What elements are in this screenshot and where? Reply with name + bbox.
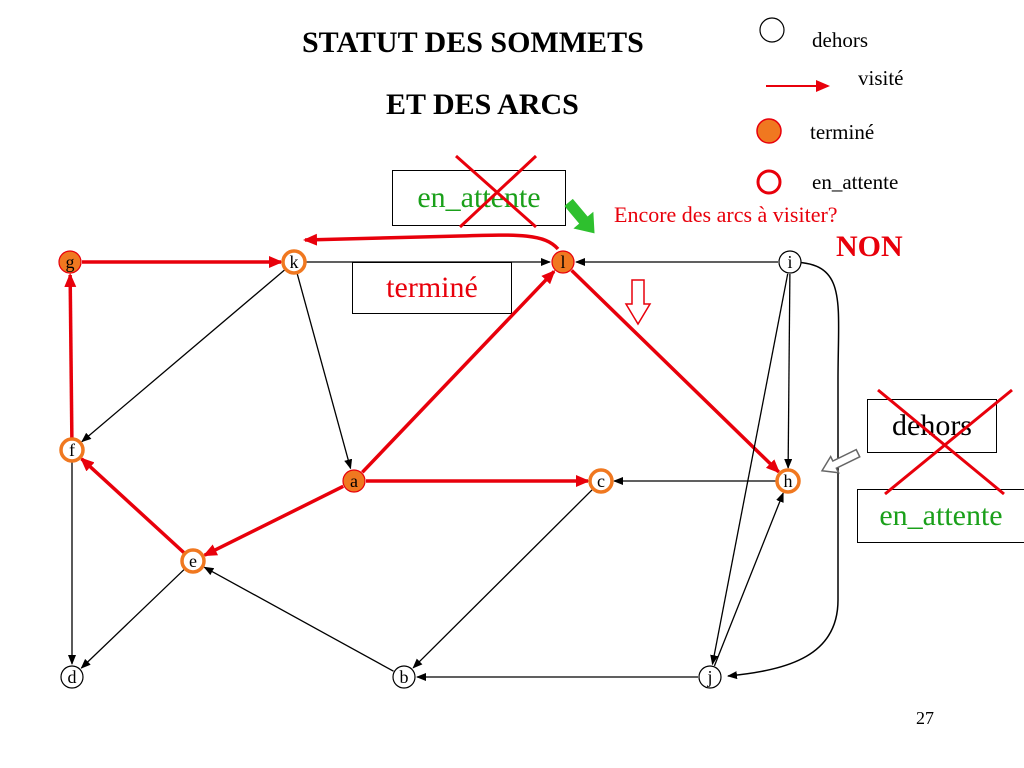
edge-l-k xyxy=(303,233,560,251)
node-g: g xyxy=(58,250,82,274)
node-label-g: g xyxy=(66,252,75,272)
question-text: Encore des arcs à visiter? xyxy=(614,202,838,227)
page-number: 27 xyxy=(916,708,934,728)
node-e: e xyxy=(180,548,206,574)
edge-f-g xyxy=(64,272,77,439)
node-label-k: k xyxy=(290,252,299,272)
title-line-1: STATUT DES SOMMETS xyxy=(302,26,644,59)
edge-b-e xyxy=(203,566,394,672)
node-b: b xyxy=(392,665,416,689)
edge-i-j xyxy=(727,261,840,680)
legend-termine-label: terminé xyxy=(810,120,875,144)
termine-box: terminé xyxy=(352,262,512,314)
node-label-f: f xyxy=(69,440,75,460)
node-label-a: a xyxy=(350,471,358,491)
edge-k-a xyxy=(296,273,353,470)
node-label-l: l xyxy=(560,252,565,272)
node-d: d xyxy=(60,665,84,689)
edge-k-f xyxy=(81,269,286,443)
legend-dehors-icon xyxy=(759,17,785,43)
answer-text: NON xyxy=(836,230,903,263)
node-h: h xyxy=(775,468,801,494)
node-label-j: j xyxy=(706,667,712,687)
legend-en-attente-icon xyxy=(756,169,782,195)
node-label-e: e xyxy=(189,551,197,571)
green-arrow-icon xyxy=(564,198,595,234)
edge-j-h xyxy=(713,492,784,667)
node-i: i xyxy=(778,250,802,274)
edge-e-f xyxy=(80,457,186,555)
node-a: a xyxy=(342,469,366,493)
edge-i-j xyxy=(710,273,789,666)
node-f: f xyxy=(59,437,85,463)
title-line-2: ET DES ARCS xyxy=(386,88,579,121)
node-k: k xyxy=(281,249,307,275)
right-en-attente-box: en_attente xyxy=(857,489,1024,543)
cross-top-en-attente xyxy=(455,154,538,229)
hollow-arrow-icon xyxy=(820,448,861,474)
edge-a-l xyxy=(361,269,556,474)
edge-a-e xyxy=(202,484,345,557)
legend-en-attente-label: en_attente xyxy=(812,170,899,194)
node-label-h: h xyxy=(784,471,793,491)
node-label-c: c xyxy=(597,471,605,491)
edge-i-h xyxy=(784,273,793,470)
legend-termine-icon xyxy=(756,118,782,144)
node-j: j xyxy=(698,665,722,689)
node-l: l xyxy=(551,250,575,274)
node-c: c xyxy=(588,468,614,494)
down-arrow-icon xyxy=(624,279,652,326)
node-label-d: d xyxy=(68,667,77,687)
cross-dehors xyxy=(877,388,1013,496)
node-label-i: i xyxy=(787,252,792,272)
legend-dehors-label: dehors xyxy=(812,28,868,52)
legend-visite-label: visité xyxy=(858,66,904,90)
edge-l-h xyxy=(570,269,781,474)
edge-c-b xyxy=(412,489,593,669)
node-label-b: b xyxy=(400,667,409,687)
edge-e-d xyxy=(80,568,185,669)
